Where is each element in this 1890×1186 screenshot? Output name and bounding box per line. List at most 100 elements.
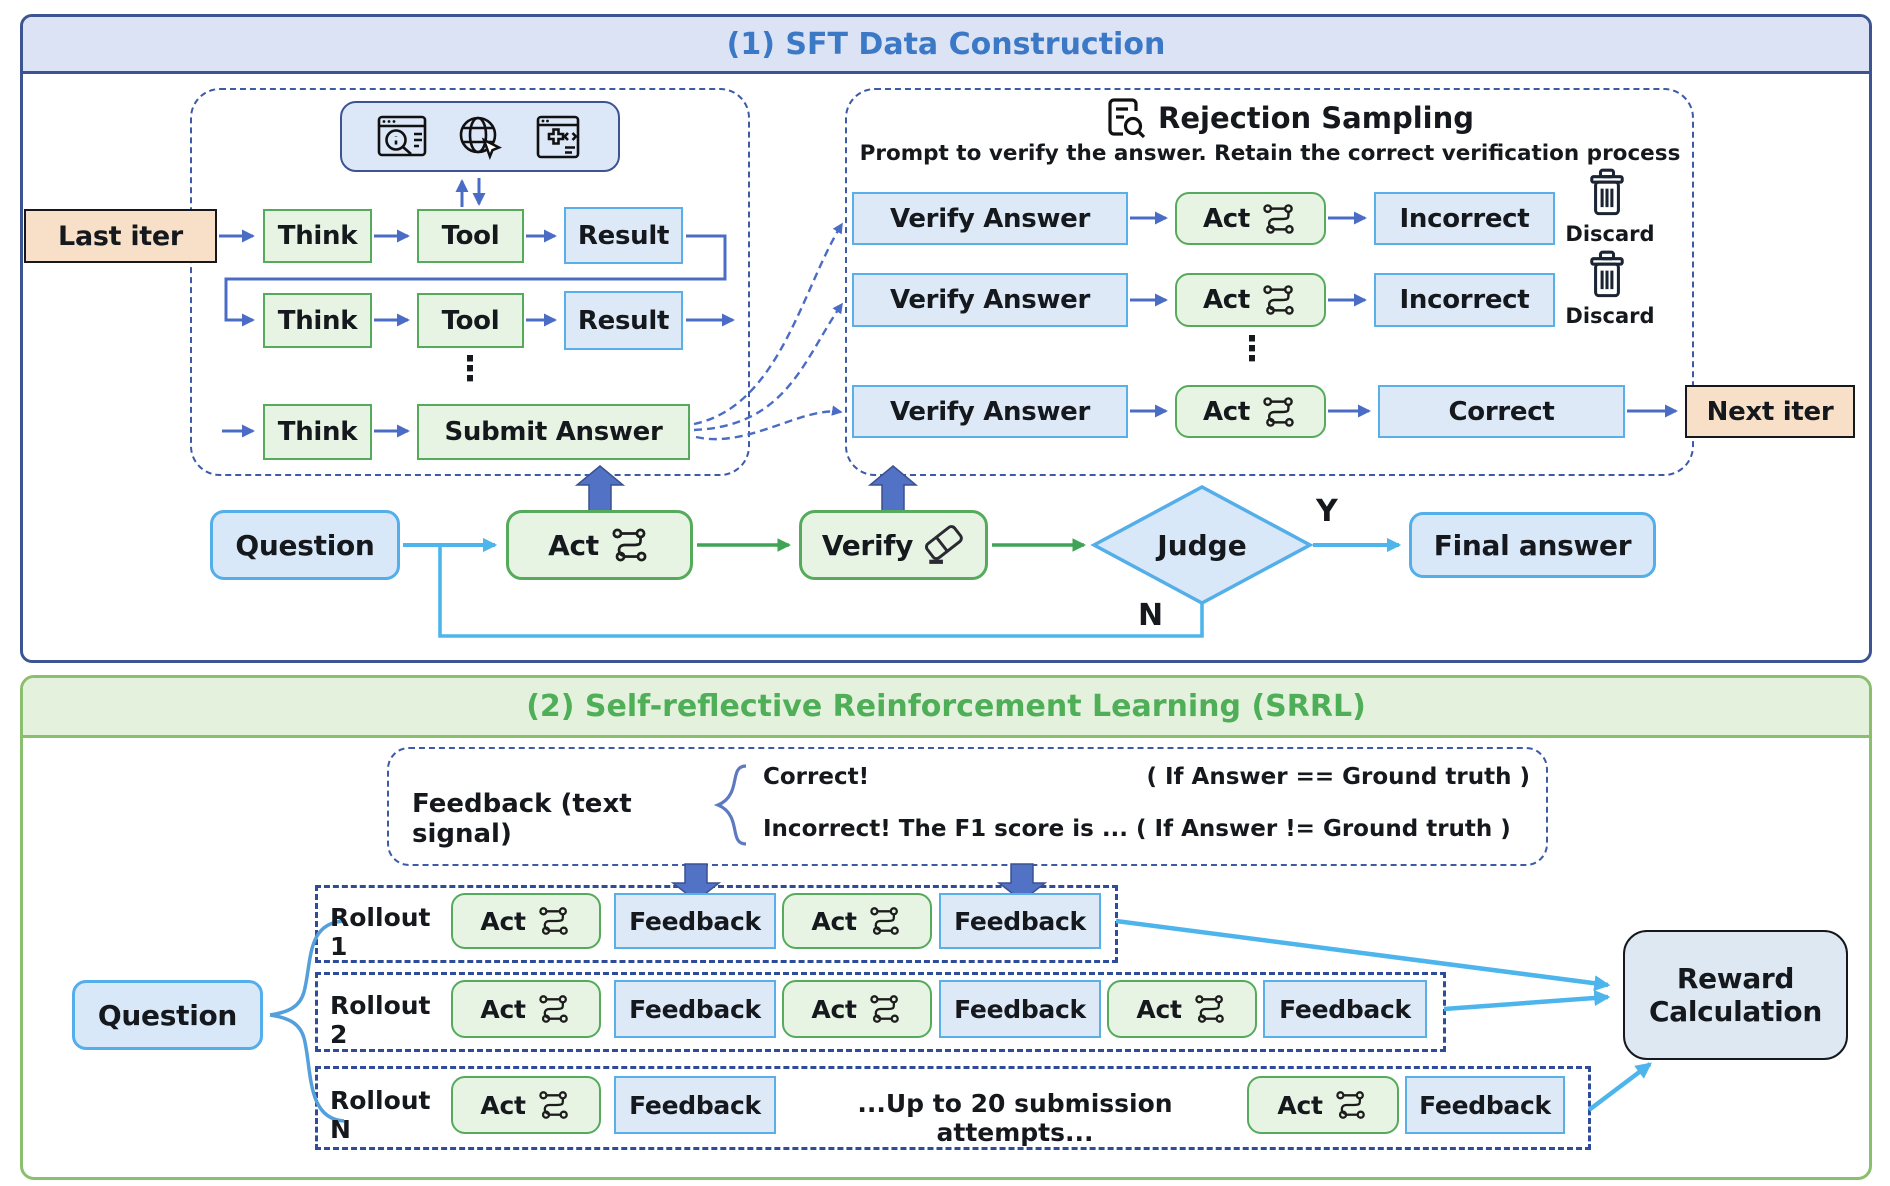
feedback-label: Feedback [954,906,1086,936]
verify-answer-label: Verify Answer [889,396,1091,427]
rollout-n-label: Rollout N [330,1086,431,1144]
browser-search-icon [376,113,428,161]
feedback-signal-label: Feedback (text signal) [412,789,632,849]
feedback-box: Feedback [939,893,1101,949]
globe-cursor-icon [454,113,506,161]
last-iter-label: Last iter [58,220,183,252]
act-label: Act [1202,285,1251,315]
act-label: Act [480,1090,526,1120]
think-box-2: Think [263,293,372,348]
submit-answer-label: Submit Answer [444,417,663,447]
loop-ellipsis: ⋮ [453,349,487,389]
feedback-label: Feedback [1419,1090,1551,1120]
feedback-box: Feedback [1263,980,1427,1038]
incorrect-box-1: Incorrect [1374,192,1555,245]
sft-panel-title: (1) SFT Data Construction [726,26,1166,62]
feedback-label: Feedback [629,906,761,936]
result-label: Result [577,305,670,336]
feedback-signal-box [387,747,1548,866]
feedback-label: Feedback [629,1090,761,1120]
next-iter-label: Next iter [1706,396,1834,427]
act-label: Act [480,994,526,1024]
act-label: Act [1202,203,1251,234]
act-box: Act [451,1076,601,1134]
judge-no-label: N [1138,598,1164,633]
feedback-box: Feedback [614,1076,776,1134]
act-flow-icon [1333,1090,1369,1120]
act-box: Act [451,980,601,1038]
rollout-n-ellipsis: ...Up to 20 submission attempts... [857,1089,1173,1147]
act-label: Act [811,906,857,936]
feedback-box: Feedback [614,893,776,949]
act-box: Act [1247,1076,1399,1134]
question-label: Question [97,998,238,1032]
act-label: Act [548,528,599,562]
tool-box-1: Tool [417,209,524,263]
tool-box-2: Tool [417,293,524,348]
feedback-line1-right: ( If Answer == Ground truth ) [1146,764,1530,790]
act-flow-icon [1192,994,1228,1024]
verify-answer-box-3: Verify Answer [852,385,1128,438]
final-answer-box: Final answer [1409,512,1656,578]
feedback-label: Feedback [954,994,1086,1024]
act-label: Act [811,994,857,1024]
act-flow-icon [536,906,572,936]
tool-label: Tool [441,221,500,251]
correct-label: Correct [1448,396,1555,427]
code-plugin-icon [532,113,584,161]
doc-search-icon [1106,96,1146,140]
srrl-panel: (2) Self-reflective Reinforcement Learni… [20,675,1872,1180]
act-label: Act [480,906,526,936]
act-box: Act [782,893,932,949]
feedback-box: Feedback [939,980,1101,1038]
rejection-ellipsis: ⋮ [1235,329,1269,369]
think-box-3: Think [263,404,372,460]
rejection-title: Rejection Sampling [1158,101,1474,135]
correct-box: Correct [1378,385,1625,438]
verify-box-flow: Verify [799,510,988,580]
act-box-r2: Act [1175,273,1326,327]
think-label: Think [277,305,358,336]
rejection-sampling-box [845,88,1694,476]
act-label: Act [1136,994,1182,1024]
question-label: Question [235,528,375,562]
think-label: Think [277,417,358,447]
tools-box [340,101,620,172]
reward-calculation-label: Reward Calculation [1649,962,1822,1028]
last-iter-box: Last iter [24,209,217,263]
srrl-panel-header: (2) Self-reflective Reinforcement Learni… [23,678,1869,738]
verify-answer-box-2: Verify Answer [852,273,1128,327]
rejection-subtitle: Prompt to verify the answer. Retain the … [859,141,1681,166]
eraser-icon [923,524,965,566]
act-box-r1: Act [1175,192,1326,245]
feedback-label: Feedback [1279,994,1411,1024]
feedback-box: Feedback [1405,1076,1565,1134]
judge-yes-label: Y [1316,494,1338,529]
act-box-flow: Act [506,510,693,580]
incorrect-label: Incorrect [1399,285,1530,315]
act-flow-icon [536,994,572,1024]
incorrect-label: Incorrect [1399,203,1530,234]
act-flow-icon [609,527,651,563]
discard-label-2: Discard [1565,304,1655,328]
result-label: Result [577,220,670,251]
act-flow-icon [1260,203,1298,235]
verify-answer-box-1: Verify Answer [852,192,1128,245]
question-box-srrl: Question [72,980,263,1050]
think-box-1: Think [263,209,372,263]
final-answer-label: Final answer [1433,528,1632,562]
rollout-1-box [315,885,1118,963]
act-flow-icon [1260,396,1298,428]
act-label: Act [1277,1090,1323,1120]
judge-label: Judge [1157,529,1247,562]
rollout-2-label: Rollout 2 [330,991,431,1049]
sft-panel-header: (1) SFT Data Construction [23,17,1869,74]
incorrect-box-2: Incorrect [1374,273,1555,327]
act-box: Act [1107,980,1257,1038]
submit-answer-box: Submit Answer [417,404,690,460]
srrl-panel-title: (2) Self-reflective Reinforcement Learni… [526,689,1366,724]
trash-icon-2 [1587,250,1627,300]
result-box-2: Result [564,291,683,350]
verify-answer-label: Verify Answer [889,203,1091,234]
reward-calculation-box: Reward Calculation [1623,930,1848,1060]
